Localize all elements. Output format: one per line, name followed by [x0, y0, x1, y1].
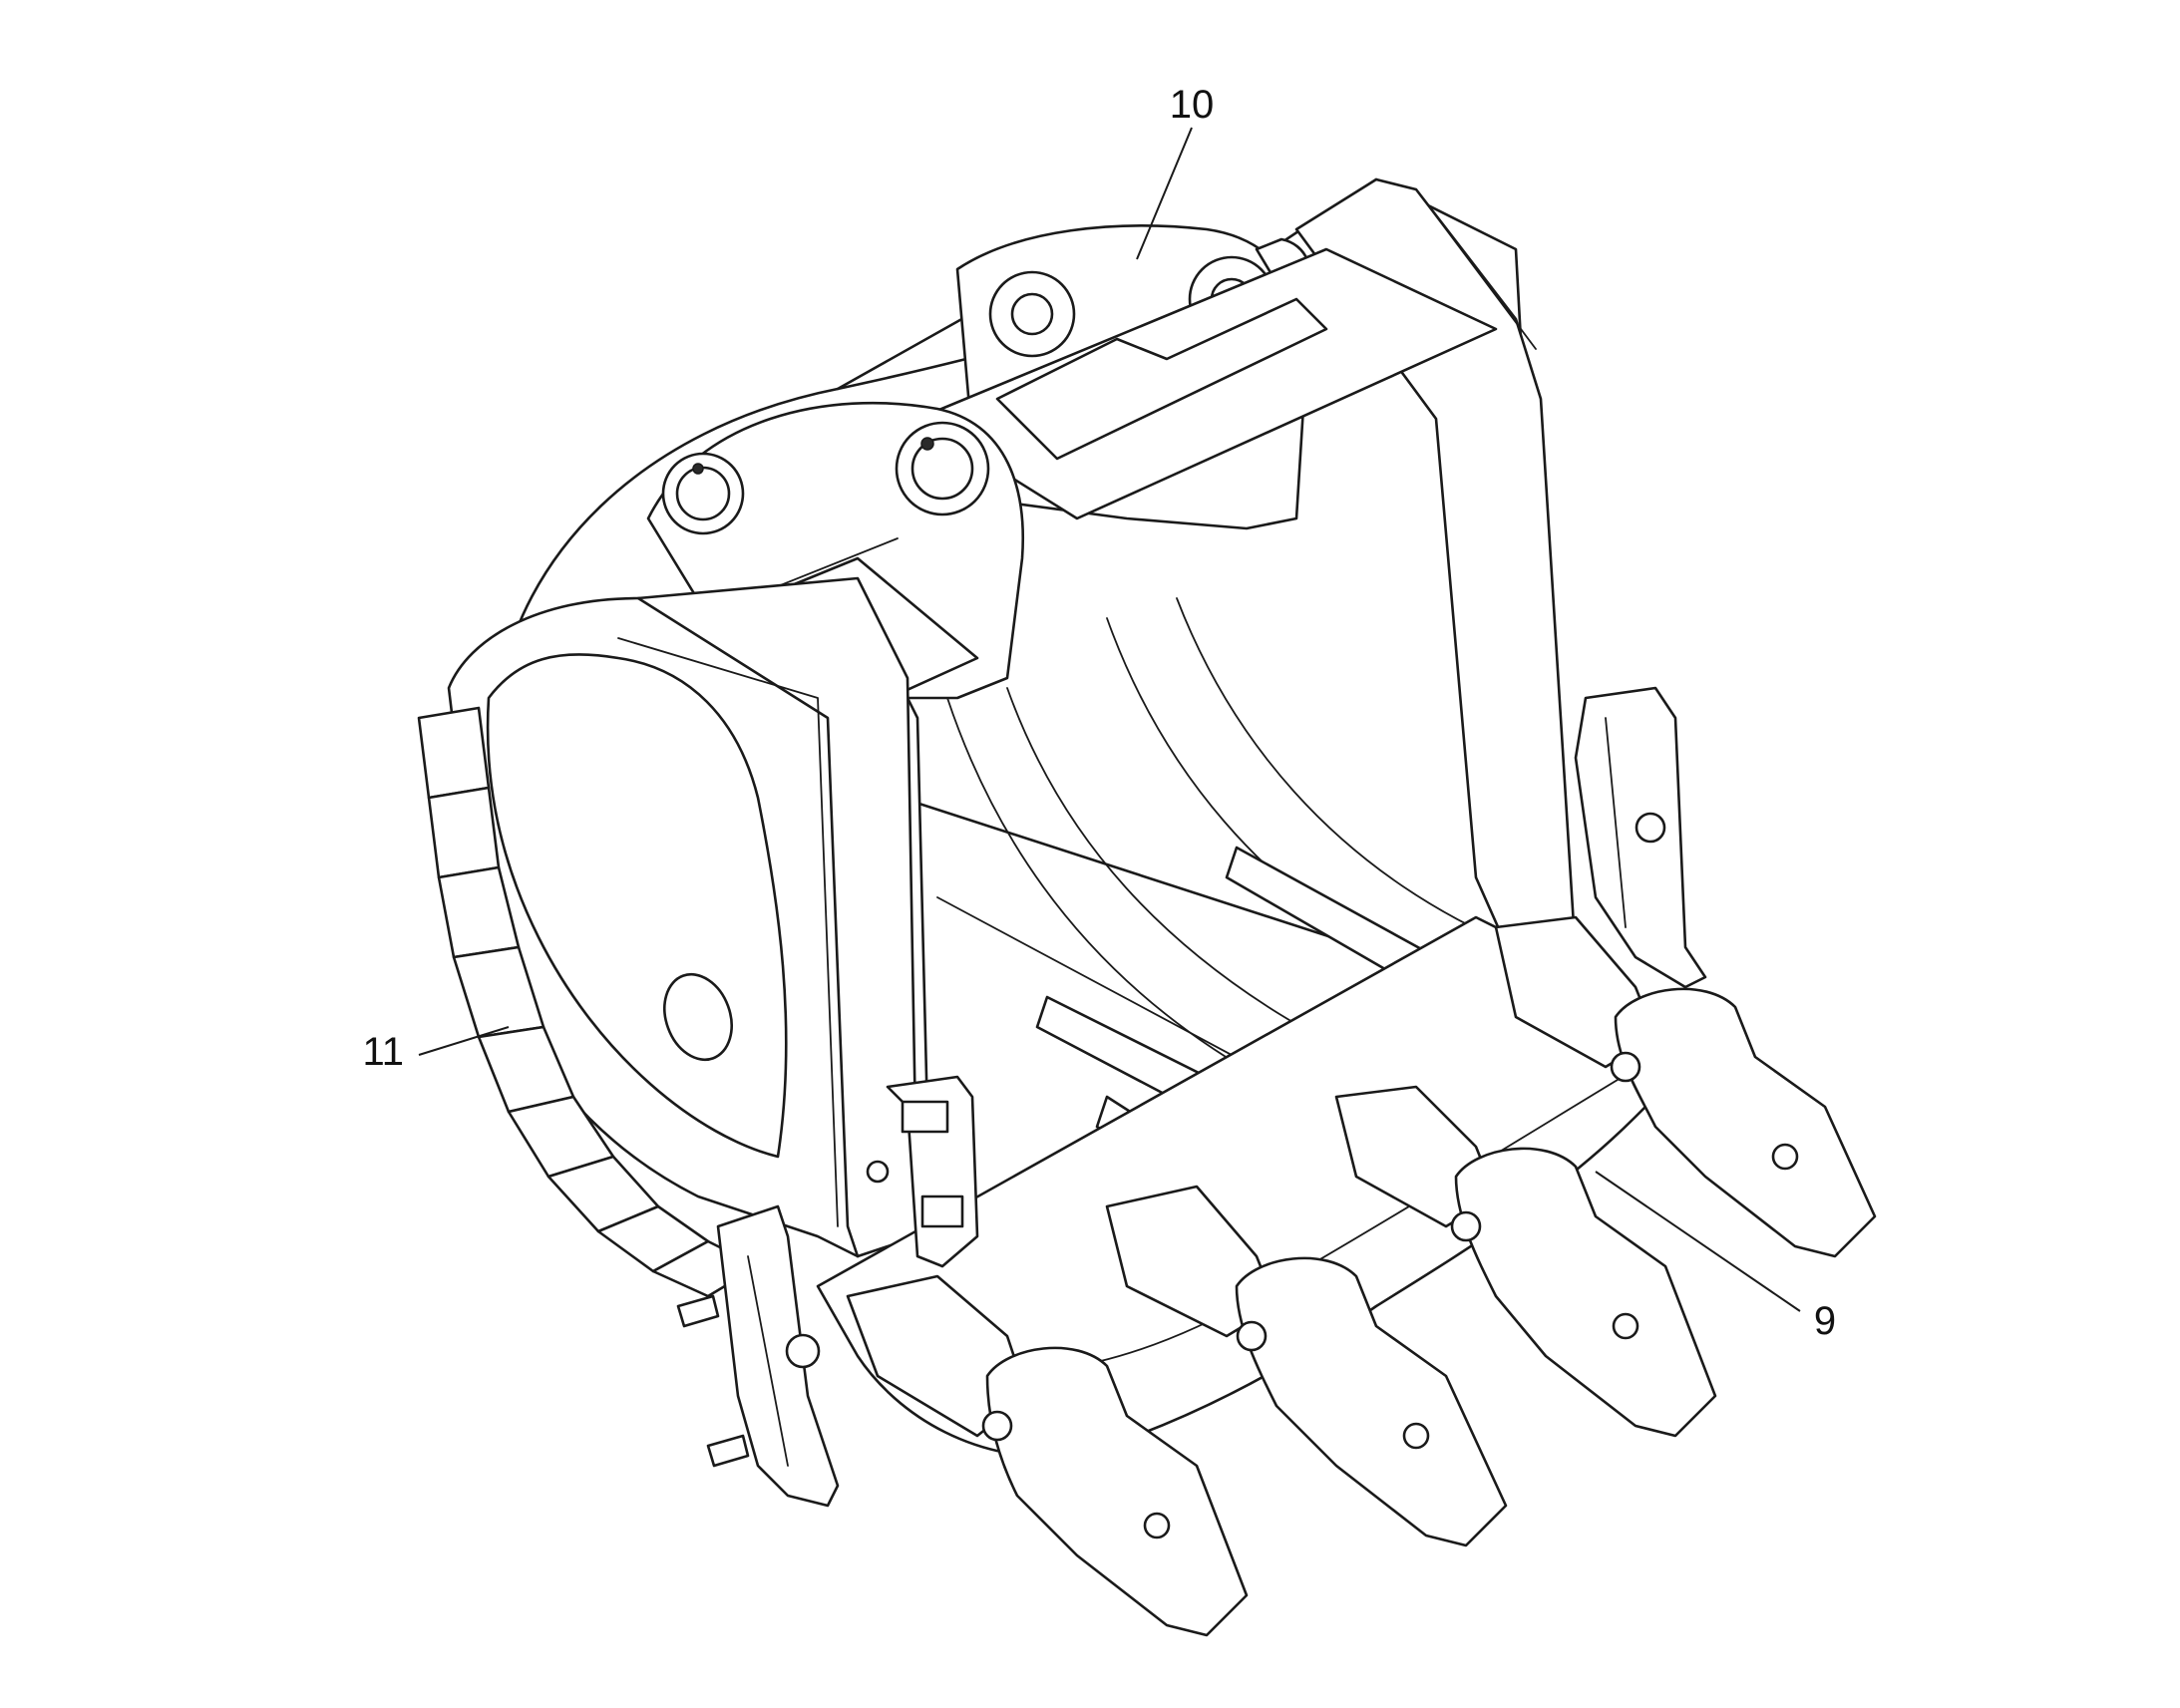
callout-label-10: 10	[1170, 83, 1215, 127]
bucket-teeth	[846, 915, 1877, 1637]
retaining-pin	[706, 1434, 750, 1468]
tooth-4	[1494, 915, 1877, 1258]
tooth-1	[846, 1274, 1249, 1637]
wear-strips	[417, 706, 760, 1298]
left-side-plate	[447, 576, 929, 1258]
side-plate-hole	[663, 972, 733, 1062]
tooth-3	[1334, 1085, 1717, 1438]
leader-10	[1136, 127, 1193, 260]
callout-label-9: 9	[1814, 1299, 1836, 1343]
leader-11	[418, 1026, 510, 1056]
tooth-2	[1105, 1185, 1508, 1547]
callout-label-11: 11	[362, 1030, 404, 1074]
retaining-pin	[676, 1294, 720, 1328]
left-side-cutter	[676, 1204, 840, 1508]
lock-bracket	[866, 1075, 979, 1268]
leader-9	[1595, 1171, 1801, 1312]
